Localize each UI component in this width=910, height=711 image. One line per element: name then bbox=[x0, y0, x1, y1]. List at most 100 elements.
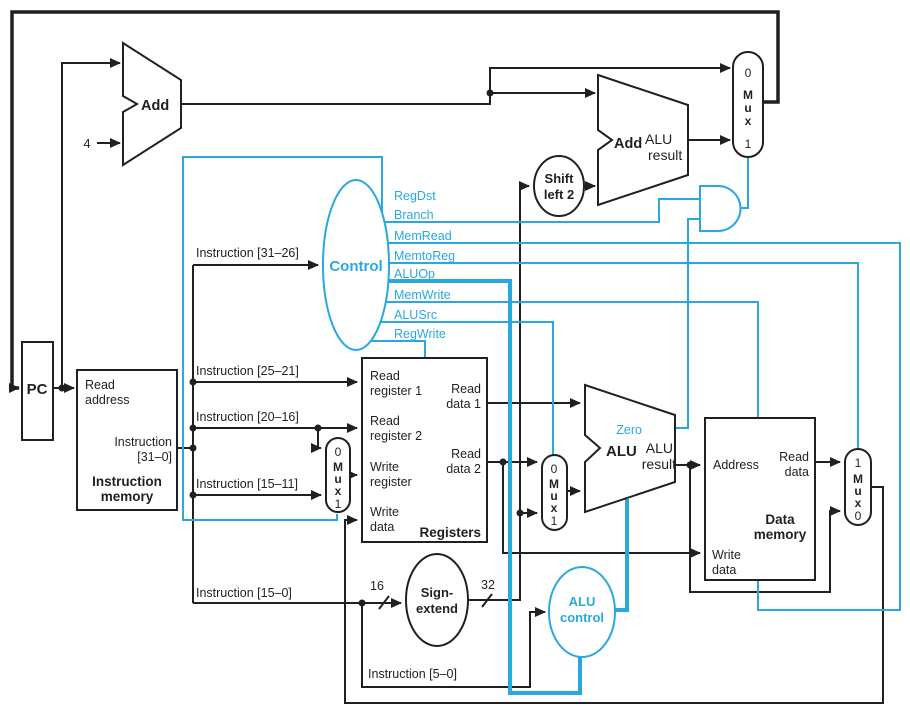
pcsrc-mux bbox=[732, 51, 764, 158]
regdst-mux-label-m: M bbox=[333, 460, 343, 474]
instruction-memory-box bbox=[76, 369, 178, 511]
wire-alu-result-bypass bbox=[689, 465, 841, 593]
regdst-mux-label-0: 0 bbox=[335, 445, 342, 459]
registers-rr1-line1: Read bbox=[370, 369, 400, 383]
sign-extend-line1: Sign- bbox=[421, 585, 454, 600]
dmem-write-data-line1: Write bbox=[712, 548, 741, 562]
signal-label-memread: MemRead bbox=[394, 229, 452, 243]
alusrc-mux-label-u: u bbox=[550, 489, 557, 503]
pc-label: PC bbox=[27, 381, 48, 398]
imem-read-address-line2: address bbox=[85, 393, 129, 407]
junction-dot bbox=[486, 89, 494, 97]
wire-pc-feedback bbox=[9, 10, 780, 393]
wire-writeback bbox=[344, 486, 884, 704]
wire-alu-control-out bbox=[614, 499, 629, 612]
signal-label-alusrc: ALUSrc bbox=[394, 308, 437, 322]
wire-pc-plus-4 bbox=[181, 63, 731, 105]
registers-wd-line1: Write bbox=[370, 505, 399, 519]
bus-label-instr-5-0: Instruction [5–0] bbox=[368, 667, 457, 681]
signal-label-regwrite: RegWrite bbox=[394, 327, 446, 341]
branch-adder-result-line2: result bbox=[648, 147, 682, 163]
dmem-address-label: Address bbox=[713, 458, 759, 472]
sign-extend-line2: extend bbox=[416, 601, 458, 616]
dmem-read-data-line1: Read bbox=[779, 450, 809, 464]
signal-label-memtoreg: MemtoReg bbox=[394, 249, 455, 263]
text-labels: PC 4 Add Read address Instruction [31–0]… bbox=[27, 66, 863, 681]
bus-label-instr-31-26: Instruction [31–26] bbox=[196, 246, 299, 260]
pcsrc-mux-label-1: 1 bbox=[745, 137, 752, 151]
constant-4-label: 4 bbox=[83, 136, 90, 151]
signal-label-aluop: ALUOp bbox=[394, 267, 435, 281]
sign-extend-oval bbox=[405, 553, 469, 647]
junction-dot bbox=[189, 491, 197, 499]
alu-label: ALU bbox=[606, 443, 637, 460]
registers-rr1-line2: register 1 bbox=[370, 384, 422, 398]
wire-memwrite bbox=[386, 301, 759, 419]
registers-rd1-line2: data 1 bbox=[446, 397, 481, 411]
signal-label-branch: Branch bbox=[394, 208, 434, 222]
black-wires bbox=[9, 10, 884, 704]
dmem-write-data-line2: data bbox=[712, 563, 736, 577]
bus-label-instr-20-16: Instruction [20–16] bbox=[196, 410, 299, 424]
bus-label-instr-15-0: Instruction [15–0] bbox=[196, 586, 292, 600]
junction-dot bbox=[499, 458, 507, 466]
junction-dot bbox=[358, 599, 366, 607]
registers-rr2-line1: Read bbox=[370, 414, 400, 428]
wire-instr-5-0 bbox=[361, 603, 546, 688]
alu-control-oval bbox=[548, 566, 616, 658]
wire-memread bbox=[388, 242, 901, 611]
pcsrc-mux-label-0: 0 bbox=[745, 66, 752, 80]
wire-aluop bbox=[388, 279, 582, 695]
wire-and-gate-out bbox=[740, 158, 749, 209]
bitwidth-32-label: 32 bbox=[481, 578, 495, 592]
control-wires bbox=[182, 156, 901, 695]
and-gate bbox=[699, 185, 742, 232]
pcsrc-mux-label-x: x bbox=[745, 114, 752, 128]
alu-control-line1: ALU bbox=[569, 594, 596, 609]
imem-read-address-line1: Read bbox=[85, 378, 115, 392]
dmem-title-line2: memory bbox=[754, 527, 807, 542]
memtoreg-mux bbox=[844, 448, 872, 526]
wire-pc-to-add bbox=[61, 58, 121, 388]
wire-zero bbox=[675, 218, 699, 429]
pc-register bbox=[21, 341, 54, 441]
imem-instruction-line1: Instruction bbox=[114, 435, 172, 449]
wire-regwrite bbox=[371, 340, 426, 359]
alusrc-mux-label-m: M bbox=[549, 477, 559, 491]
alusrc-mux bbox=[541, 454, 568, 531]
junction-dot bbox=[189, 444, 197, 452]
alu-zero-label: Zero bbox=[616, 423, 642, 437]
dmem-title-line1: Data bbox=[765, 512, 795, 527]
alu-control-line2: control bbox=[560, 610, 604, 625]
component-shapes bbox=[21, 41, 872, 658]
regdst-mux bbox=[325, 437, 351, 513]
bitwidth-16-label: 16 bbox=[370, 579, 384, 593]
memtoreg-mux-label-0: 0 bbox=[855, 509, 862, 523]
regdst-mux-label-x: x bbox=[335, 484, 342, 498]
alu bbox=[584, 383, 676, 514]
bitwidth-slash-32 bbox=[481, 593, 493, 608]
alu-result-line2: result bbox=[642, 456, 676, 472]
dmem-read-data-line2: data bbox=[785, 465, 809, 479]
pcsrc-mux-label-m: M bbox=[743, 88, 753, 102]
memtoreg-mux-label-1: 1 bbox=[855, 456, 862, 470]
alusrc-mux-label-x: x bbox=[551, 501, 558, 515]
imem-instruction-line2: [31–0] bbox=[137, 450, 172, 464]
registers-wd-line2: data bbox=[370, 520, 394, 534]
registers-title: Registers bbox=[419, 525, 481, 540]
alusrc-mux-label-1: 1 bbox=[551, 514, 558, 528]
wire-read-data-2-to-dmem bbox=[502, 462, 701, 558]
bus-label-instr-25-21: Instruction [25–21] bbox=[196, 364, 299, 378]
registers-rr2-line2: register 2 bbox=[370, 429, 422, 443]
pcsrc-mux-label-u: u bbox=[744, 101, 751, 115]
signal-label-memwrite: MemWrite bbox=[394, 288, 451, 302]
memtoreg-mux-label-m: M bbox=[853, 472, 863, 486]
registers-wr-line1: Write bbox=[370, 460, 399, 474]
registers-rd2-line2: data 2 bbox=[446, 462, 481, 476]
wire-regdst bbox=[182, 156, 383, 521]
junction-dot bbox=[189, 378, 197, 386]
junction-dots bbox=[58, 89, 694, 607]
pc-adder-label: Add bbox=[141, 98, 169, 114]
junction-dot bbox=[686, 461, 694, 469]
